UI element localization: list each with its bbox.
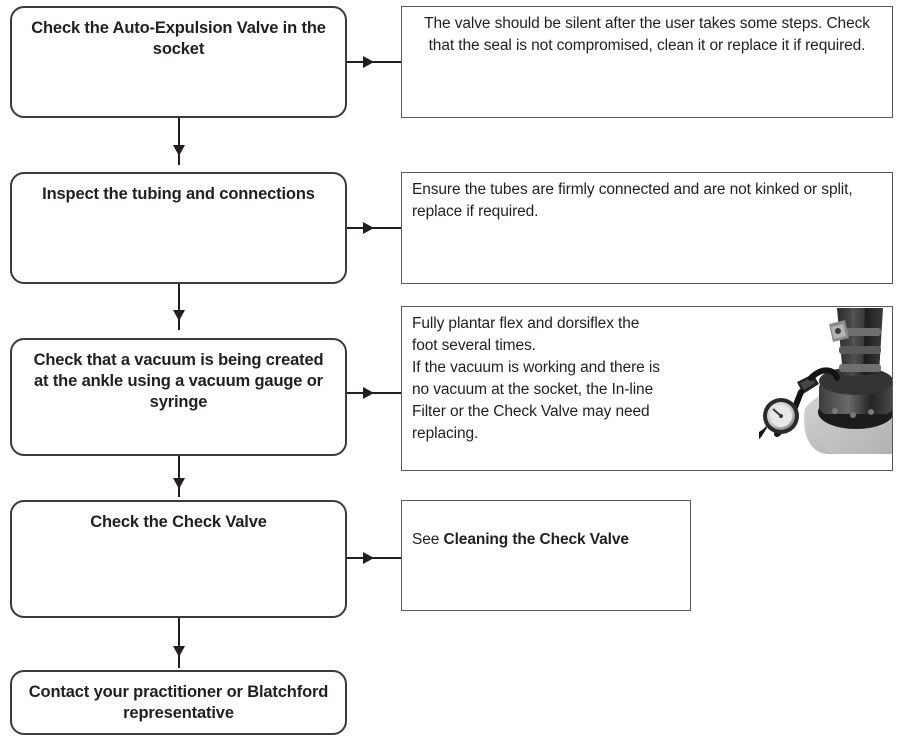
arrowhead-step3-to-detail3 <box>363 387 374 399</box>
connector-step3-to-detail3 <box>347 392 401 394</box>
arrowhead-step3-to-step4 <box>173 478 185 489</box>
step-box-5-label: Contact your practitioner or Blatchford … <box>28 683 329 722</box>
detail-box-2: Ensure the tubes are firmly connected an… <box>401 172 893 284</box>
arrowhead-step2-to-step3 <box>173 310 185 321</box>
connector-step2-to-detail2 <box>347 227 401 229</box>
arrowhead-step2-to-detail2 <box>363 222 374 234</box>
step-box-1[interactable]: Check the Auto-Expulsion Valve in the so… <box>10 6 347 118</box>
step-box-1-label: Check the Auto-Expulsion Valve in the so… <box>31 19 326 58</box>
detail-box-4-reference: Cleaning the Check Valve <box>443 531 630 548</box>
arrowhead-step4-to-step5 <box>173 646 185 657</box>
detail-box-4: See Cleaning the Check Valve <box>401 500 691 611</box>
step-box-4-label: Check the Check Valve <box>90 513 267 531</box>
detail-box-2-text: Ensure the tubes are firmly connected an… <box>412 181 853 220</box>
prosthetic-ankle-vacuum-gauge-photo <box>759 308 892 470</box>
detail-box-3: Fully plantar flex and dorsiflex the foo… <box>401 306 893 471</box>
step-box-3[interactable]: Check that a vacuum is being created at … <box>10 338 347 456</box>
connector-step3-to-step4 <box>178 456 180 497</box>
connector-step1-to-step2 <box>178 118 180 165</box>
step-box-2-label: Inspect the tubing and connections <box>42 185 315 203</box>
step-box-2[interactable]: Inspect the tubing and connections <box>10 172 347 284</box>
detail-box-3-text: Fully plantar flex and dorsiflex the foo… <box>412 315 660 442</box>
step-box-3-label: Check that a vacuum is being created at … <box>33 351 324 411</box>
detail-box-1: The valve should be silent after the use… <box>401 6 893 118</box>
detail-box-4-prefix: See <box>412 531 444 548</box>
connector-step2-to-step3 <box>178 284 180 330</box>
step-box-4[interactable]: Check the Check Valve <box>10 500 347 618</box>
connector-step1-to-detail1 <box>347 61 401 63</box>
connector-step4-to-step5 <box>178 618 180 668</box>
detail-box-1-text: The valve should be silent after the use… <box>424 15 870 54</box>
connector-step4-to-detail4 <box>347 557 401 559</box>
step-box-5[interactable]: Contact your practitioner or Blatchford … <box>10 670 347 735</box>
arrowhead-step4-to-detail4 <box>363 552 374 564</box>
arrowhead-step1-to-detail1 <box>363 56 374 68</box>
detail-box-4-text: See Cleaning the Check Valve <box>402 501 690 551</box>
arrowhead-step1-to-step2 <box>173 145 185 156</box>
